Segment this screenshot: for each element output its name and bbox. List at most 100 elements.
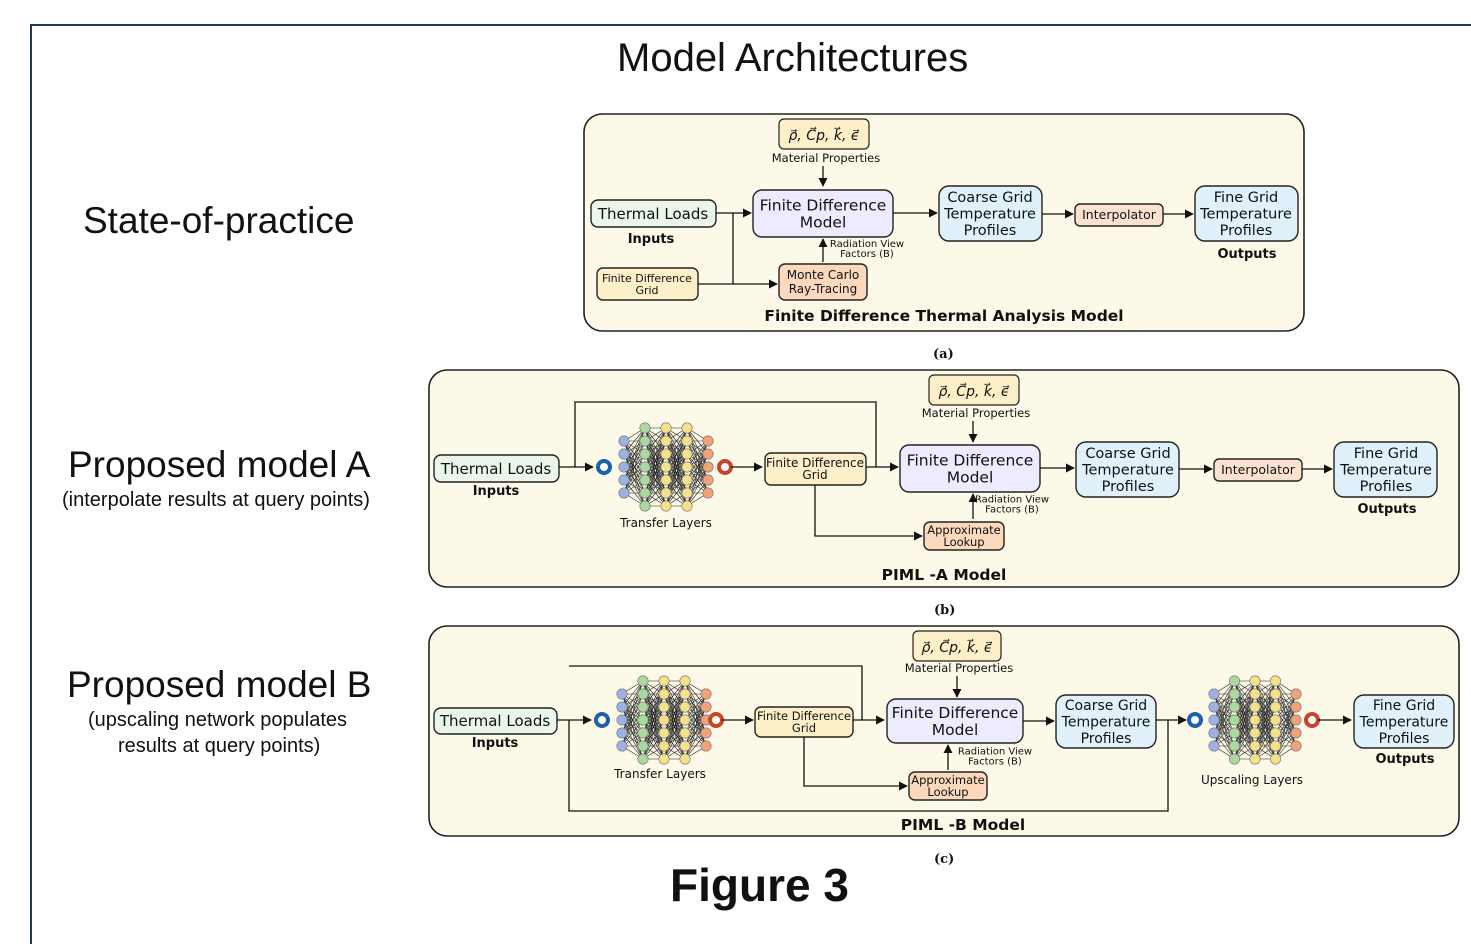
neuron [660,422,672,434]
network-edge [1213,680,1235,708]
neuron [1229,701,1241,713]
material-caption-a: Material Properties [772,151,881,165]
network-edge [1275,693,1297,721]
neuron [616,714,628,726]
network-edge [644,466,667,507]
input-ring-b [596,459,612,475]
material-formula-c: ρ⃗, C⃗p, k⃗, ϵ⃗ [922,638,993,656]
neuron [700,701,712,713]
neuron [660,487,672,499]
network-edge [686,440,709,481]
neuron [1290,714,1302,726]
network-edge [686,479,709,507]
fine-a-line-2: Temperature [1199,207,1292,223]
material-box-b [928,374,1020,406]
upscaling-input-ring-c [1187,712,1203,728]
interpolator-b: Interpolator [1221,462,1296,477]
neuron [639,461,651,473]
inputs-caption-b: Inputs [473,484,520,499]
network-edge [621,680,644,721]
neuron [702,435,714,447]
inputs-caption-c: Inputs [472,736,519,751]
network-edge [684,732,707,760]
neuron [660,474,672,486]
network-edge [663,732,686,760]
neuron [637,688,649,700]
network-edge [623,453,646,494]
neuron [681,435,693,447]
neuron [1290,740,1302,752]
neuron [1249,727,1261,739]
neuron [702,487,714,499]
network-edge [1275,706,1297,760]
network-edge [642,680,665,734]
network-edge [1275,693,1297,747]
neuron [616,688,628,700]
fd-model-a-line-2: Model [800,213,847,231]
figure-title: Model Architectures [617,36,969,80]
coarse-a-line-1: Coarse Grid [947,190,1032,206]
inputs-caption-a: Inputs [628,232,675,247]
neuron [700,740,712,752]
network-edge [665,427,688,455]
network-edge [644,427,667,481]
neuron [679,740,691,752]
interpolator-a: Interpolator [1082,207,1157,222]
neuron [702,448,714,460]
neuron [658,701,670,713]
neuron [700,688,712,700]
neuron [1249,753,1261,765]
neuron [618,448,630,460]
neuron [1290,688,1302,700]
network-edge [644,427,667,468]
thermal-loads-box-c [433,707,558,735]
neuron [618,461,630,473]
thermal-loads-box-b [433,454,560,483]
network-edge [1254,680,1276,708]
material-formula-a: ρ⃗, C⃗p, k⃗, ϵ⃗ [789,126,860,144]
coarse-b-line-3: Profiles [1102,479,1155,495]
neuron [616,727,628,739]
neuron [639,435,651,447]
network-edge [621,693,644,747]
figure-frame [30,24,1471,944]
neuron [637,701,649,713]
row-title-b: Proposed model A [68,444,371,485]
neuron [679,727,691,739]
coarse-a-line-3: Profiles [964,223,1017,239]
radiation-b-line-1: Radiation View [975,495,1049,506]
network-edge [623,427,646,481]
network-edge [1234,680,1256,721]
coarse-box-c [1055,694,1157,749]
neuron [679,675,691,687]
fd-model-b-line-1: Finite Difference [907,451,1034,469]
neuron [637,675,649,687]
transfer-caption-c: Transfer Layers [613,767,706,781]
neuron [1208,688,1220,700]
arrow-grid-to-lookup-c [803,737,908,791]
network-edge [644,453,667,507]
row-subtitle-b: (interpolate results at query points) [62,489,370,511]
neuron [702,474,714,486]
fine-c-line-3: Profiles [1379,731,1430,747]
neuron [660,500,672,512]
neuron [637,714,649,726]
fd-grid-c-line-2: Grid [792,721,816,735]
material-caption-b: Material Properties [922,406,1031,420]
figure-label: Figure 3 [670,859,849,911]
upscaling-output-ring-c [1304,712,1320,728]
lookup-box-a [778,263,868,301]
network-edge [684,706,707,760]
network-edge [642,680,665,708]
neuron [618,474,630,486]
upscaling-network-c [1208,675,1302,765]
fine-b-line-1: Fine Grid [1354,446,1418,462]
neuron [658,753,670,765]
network-edge [642,732,665,760]
network-edge [623,427,646,455]
network-edge [684,719,707,760]
neuron [658,727,670,739]
neuron [1290,701,1302,713]
thermal-loads-b: Thermal Loads [440,460,552,478]
